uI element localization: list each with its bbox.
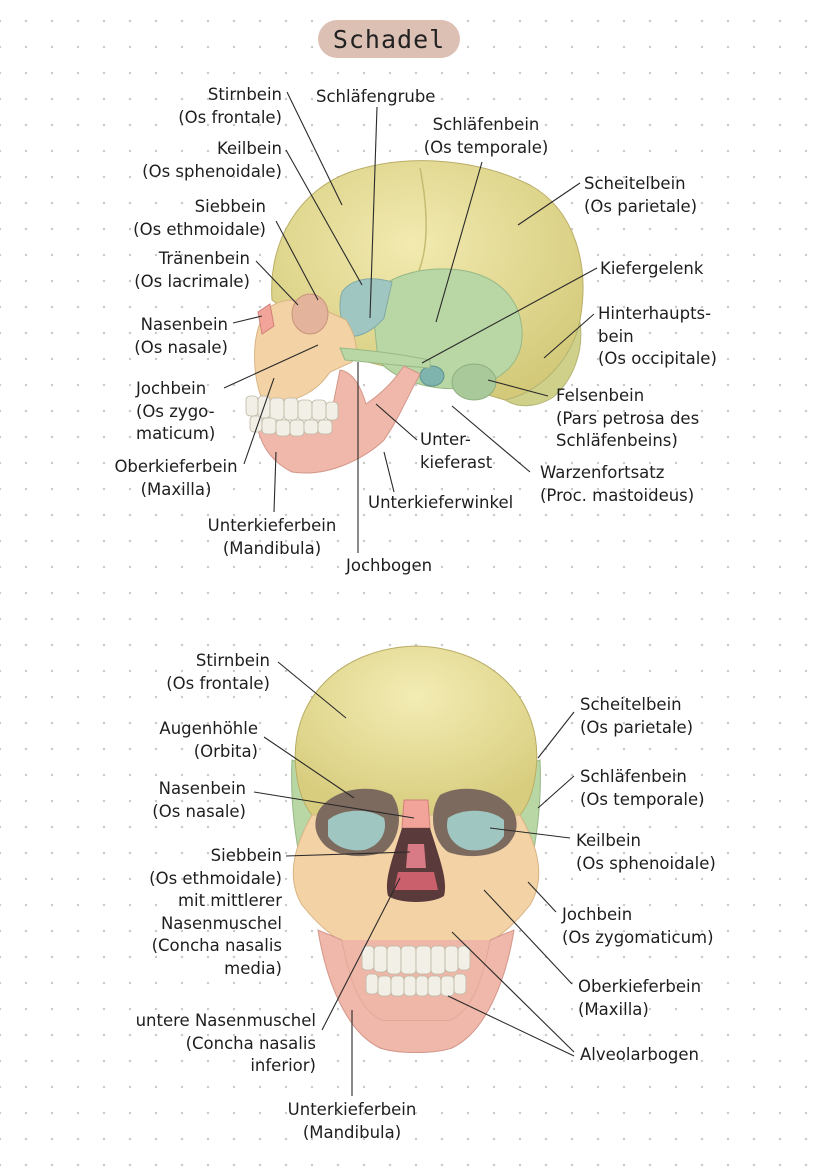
label-scheitelbein-frontal: Scheitelbein (Os parietale) [580, 695, 694, 737]
label-jochbein-frontal: Jochbein (Os zygomaticum) [562, 905, 714, 947]
lateral-temporal-bone [371, 268, 523, 390]
label-kiefergelenk-lateral: Kiefergelenk [600, 259, 704, 278]
label-siebbein-frontal: Siebbein (Os ethmoidale) mit mittlerer N… [149, 846, 282, 978]
label-siebbein-lateral: Siebbein (Os ethmoidale) [133, 197, 266, 239]
label-schlaefenbein-lateral: Schläfenbein (Os temporale) [423, 115, 549, 157]
lateral-zygomatic-arch [339, 347, 431, 369]
label-scheitelbein-lateral: Scheitelbein (Os parietale) [584, 174, 698, 216]
label-traenenbein-lateral: Tränenbein (Os lacrimale) [134, 249, 250, 291]
title-badge: Schadel [318, 20, 460, 58]
label-stirnbein-lateral: Stirnbein (Os frontale) [178, 85, 282, 127]
page-title: Schadel [332, 24, 446, 54]
label-schlaefengrube-lateral: Schläfengrube [316, 87, 436, 106]
frontal-skull [291, 645, 541, 1053]
label-hinterhauptsbein-lateral: Hinterhaupts- bein (Os occipitale) [598, 304, 717, 368]
lateral-mastoid [451, 363, 497, 401]
frontal-teeth [361, 945, 471, 997]
label-oberkieferbein-frontal: Oberkieferbein (Maxilla) [578, 977, 702, 1019]
lateral-occipital-bone [503, 321, 582, 407]
label-unterkieferbein-frontal: Unterkieferbein (Mandibula) [287, 1100, 417, 1142]
frontal-leader-lines [253, 661, 575, 1096]
label-schlaefenbein-frontal: Schläfenbein (Os temporale) [580, 767, 705, 809]
lateral-leader-lines [223, 91, 598, 553]
label-augenhoehle-frontal: Augenhöhle (Orbita) [159, 719, 258, 761]
frontal-sphenoid-left [328, 810, 386, 851]
frontal-concha-media [406, 844, 426, 868]
lateral-mandible [257, 365, 421, 474]
label-jochbein-lateral: Jochbein (Os zygo- maticum) [136, 379, 216, 443]
lateral-teeth [245, 395, 339, 437]
label-oberkieferbein-lateral: Oberkieferbein (Maxilla) [114, 457, 238, 499]
lateral-sphenoid-bone [339, 278, 393, 337]
label-warzenfortsatz-lateral: Warzenfortsatz (Proc. mastoideus) [540, 463, 695, 505]
label-jochbogen-lateral: Jochbogen [346, 556, 433, 575]
label-nasenbein-lateral: Nasenbein (Os nasale) [134, 315, 228, 357]
label-nasenbein-frontal: Nasenbein (Os nasale) [152, 779, 246, 821]
frontal-nasal-bone [401, 799, 431, 829]
frontal-concha-inferior [394, 872, 438, 890]
lateral-orbit [291, 293, 329, 335]
label-keilbein-lateral: Keilbein (Os sphenoidale) [142, 139, 282, 181]
frontal-sphenoid-right [446, 810, 504, 851]
label-keilbein-frontal: Keilbein (Os sphenoidale) [576, 831, 716, 873]
label-alveolarbogen-frontal: Alveolarbogen [580, 1045, 700, 1064]
lateral-nasal-bone [257, 303, 275, 335]
label-felsenbein-lateral: Felsenbein (Pars petrosa des Schläfenbei… [556, 386, 700, 450]
lateral-skull [245, 160, 584, 474]
label-unterkieferwinkel-lateral: Unterkieferwinkel [368, 493, 514, 512]
frontal-cranium [294, 645, 538, 816]
lateral-petrous [419, 365, 445, 387]
label-stirnbein-frontal: Stirnbein (Os frontale) [166, 651, 270, 693]
label-unterkieferast-lateral: Unter- kieferast [420, 430, 493, 472]
label-unterkieferbein-lateral: Unterkieferbein (Mandibula) [207, 516, 337, 558]
label-untere-nasenmuschel-frontal: untere Nasenmuschel (Concha nasalis infe… [135, 1011, 316, 1075]
